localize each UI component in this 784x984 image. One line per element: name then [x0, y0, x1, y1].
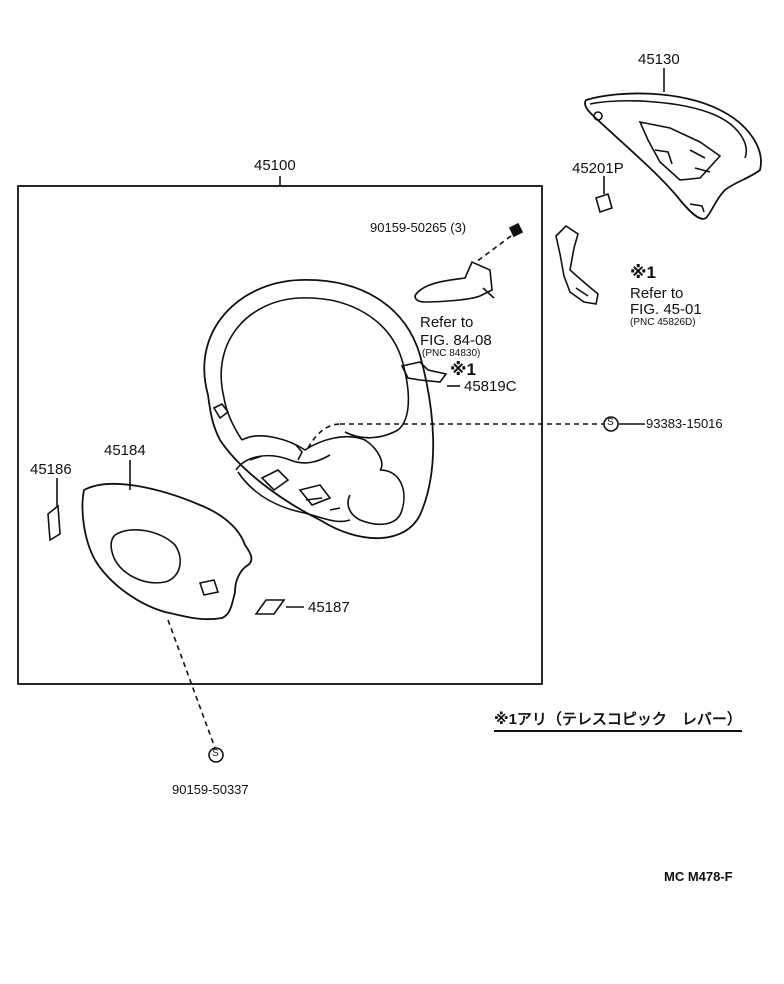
pad-cover: [584, 68, 762, 220]
screw-bottom: [167, 619, 224, 763]
combination-lever: [414, 260, 495, 303]
plug-part: [595, 176, 613, 214]
telescopic-lever: [555, 224, 599, 305]
left-cover-part: [47, 478, 61, 542]
note-mark-lever: ※1: [630, 263, 656, 282]
assembly-frame: [17, 185, 543, 685]
screw-right: [307, 416, 645, 449]
telescopic-ref-pnc: (PNC 45826D): [630, 317, 696, 328]
lever-ref-line2: FIG. 84-08: [420, 332, 492, 349]
label-plug: 45201P: [572, 160, 624, 177]
label-steering-wheel-assy: 45100: [254, 157, 296, 174]
telescopic-ref-line1: Refer to: [630, 285, 684, 302]
telescopic-ref-line2: FIG. 45-01: [630, 301, 702, 318]
note-mark-bracket: ※1: [450, 360, 476, 379]
label-screw-bottom: 90159-50337: [172, 782, 249, 797]
diagram-code: MC M478-F: [664, 869, 733, 884]
label-screw-top: 90159-50265 (3): [370, 220, 467, 235]
footnote-telescopic-lever: ※1アリ（テレスコピック レバー）: [494, 712, 742, 732]
bracket-part: [400, 361, 460, 387]
s-symbol-bottom: S: [212, 748, 219, 759]
steering-wheel: [203, 279, 435, 540]
label-bracket: 45819C: [464, 378, 517, 395]
label-right-small-cover: 45187: [308, 599, 350, 616]
right-small-cover-part: [254, 599, 304, 615]
label-screw-right: 93383-15016: [646, 416, 723, 431]
screw-top: [475, 222, 524, 263]
lever-ref-line1: Refer to: [420, 314, 474, 331]
label-lower-cover: 45184: [104, 442, 146, 459]
label-pad-cover: 45130: [638, 51, 680, 68]
label-left-cover: 45186: [30, 461, 72, 478]
lever-ref-pnc: (PNC 84830): [422, 348, 481, 359]
lower-cover: [81, 460, 253, 621]
s-symbol-right: S: [607, 417, 614, 428]
